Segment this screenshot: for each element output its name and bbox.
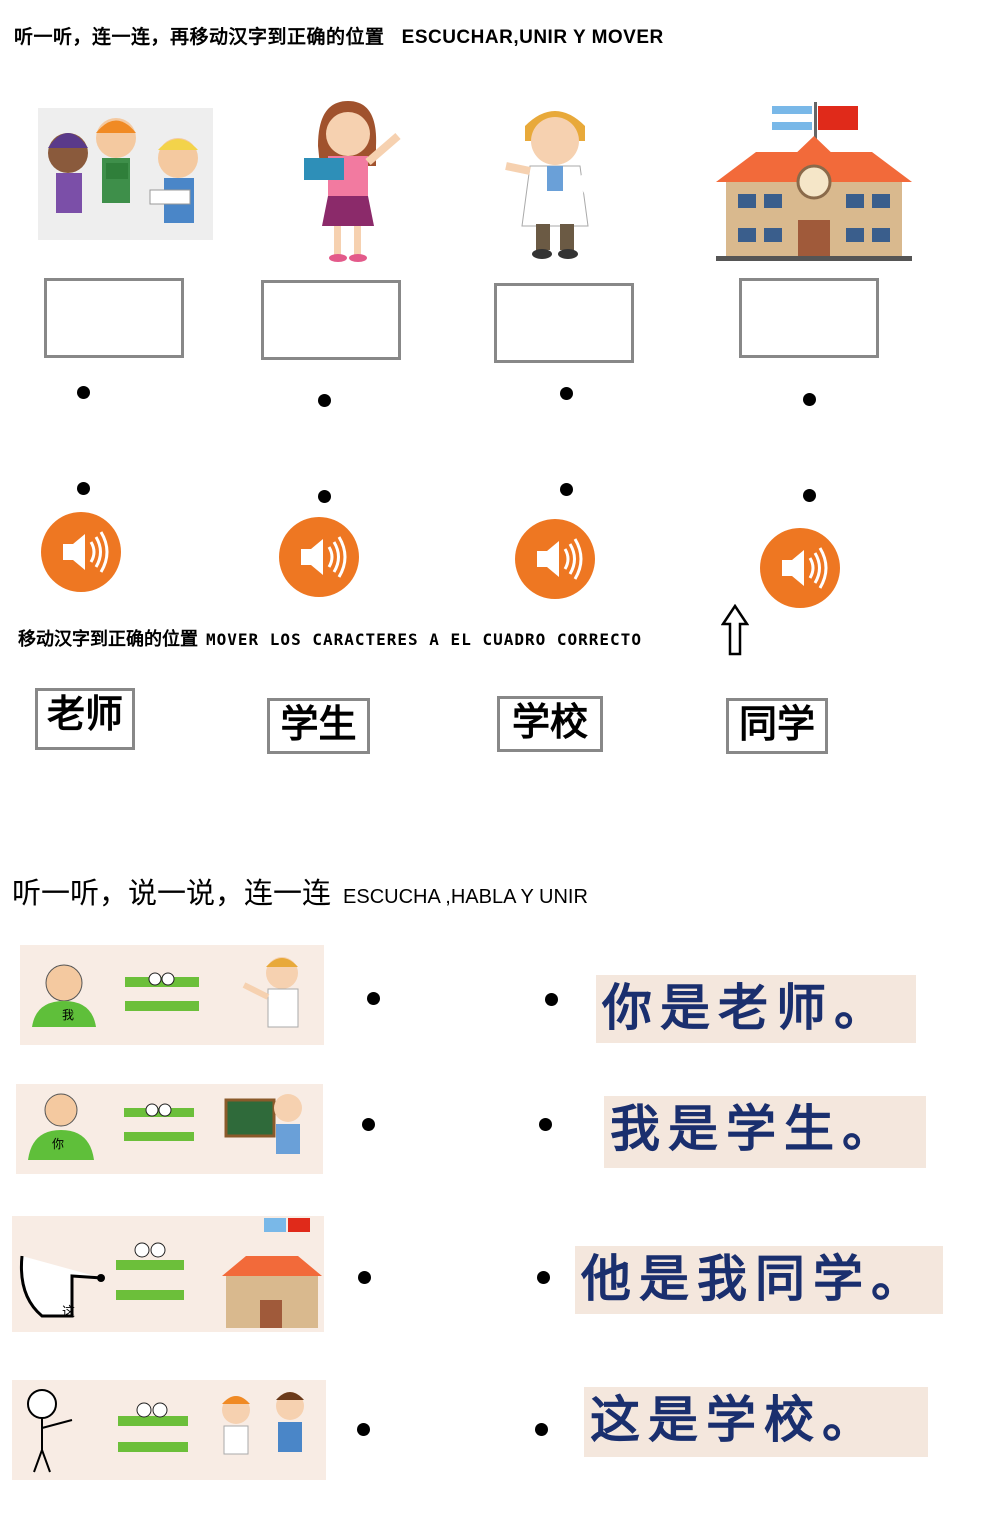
speaker-icon: [537, 538, 583, 580]
boy-student-image: [500, 96, 610, 262]
worksheet-title-es: ESCUCHAR,UNIR Y MOVER: [401, 27, 664, 48]
word-tile-4[interactable]: 同学: [726, 698, 828, 754]
word-tile-3[interactable]: 学校: [497, 696, 603, 752]
match-dot-bottom-1[interactable]: [77, 482, 90, 495]
sentence-2: 我是学生。: [604, 1096, 926, 1168]
sentence-dot-right-1[interactable]: [545, 993, 558, 1006]
drop-box-1[interactable]: [44, 278, 184, 358]
move-section-title: 移动汉字到正确的位置 MOVER LOS CARACTERES A EL CUAD…: [18, 625, 642, 651]
sentence-4: 这是学校。: [584, 1387, 928, 1457]
match-dot-bottom-2[interactable]: [318, 490, 331, 503]
speaker-icon: [63, 531, 109, 573]
drop-box-4[interactable]: [739, 278, 879, 358]
sentence-dot-right-4[interactable]: [535, 1423, 548, 1436]
speaker-button-1[interactable]: [41, 512, 121, 592]
speaker-button-3[interactable]: [515, 519, 595, 599]
picture-strip-4: [12, 1380, 326, 1480]
you-label: 你: [52, 1137, 64, 1151]
match-dot-top-4[interactable]: [803, 393, 816, 406]
worksheet-title-cn: 听一听，连一连，再移动汉字到正确的位置: [14, 26, 385, 48]
me-label: 我: [62, 1008, 74, 1022]
school-building-image: [716, 102, 912, 262]
move-title-cn: 移动汉字到正确的位置: [18, 629, 198, 650]
word-tile-2[interactable]: 学生: [267, 698, 370, 754]
speaker-button-2[interactable]: [279, 517, 359, 597]
picture-strip-1: 我: [20, 945, 324, 1045]
drop-box-2[interactable]: [261, 280, 401, 360]
sentence-dot-left-1[interactable]: [367, 992, 380, 1005]
up-arrow-icon: [721, 604, 749, 658]
picture-strip-3: 这: [12, 1216, 324, 1332]
sentence-dot-left-4[interactable]: [357, 1423, 370, 1436]
match-dot-bottom-4[interactable]: [803, 489, 816, 502]
speaker-icon: [782, 547, 828, 589]
match-dot-top-1[interactable]: [77, 386, 90, 399]
picture-strip-2: 你: [16, 1084, 323, 1174]
worksheet-title: 听一听，连一连，再移动汉字到正确的位置 ESCUCHAR,UNIR Y MOVE…: [14, 22, 664, 49]
drop-box-3[interactable]: [494, 283, 634, 363]
match-dot-top-3[interactable]: [560, 387, 573, 400]
word-tile-1[interactable]: 老师: [35, 688, 135, 750]
sentence-dot-left-2[interactable]: [362, 1118, 375, 1131]
sentence-3: 他是我同学。: [575, 1246, 943, 1314]
speak-title-es: ESCUCHA ,HABLA Y UNIR: [343, 886, 588, 908]
move-title-es: MOVER LOS CARACTERES A EL CUADRO CORRECT…: [206, 630, 642, 649]
sentence-1: 你是老师。: [596, 975, 916, 1043]
speak-title-cn: 听一听，说一说，连一连: [12, 876, 332, 910]
match-dot-top-2[interactable]: [318, 394, 331, 407]
teacher-image: [288, 96, 408, 264]
match-dot-bottom-3[interactable]: [560, 483, 573, 496]
sentence-dot-right-3[interactable]: [537, 1271, 550, 1284]
speaker-icon: [301, 536, 347, 578]
sentence-dot-left-3[interactable]: [358, 1271, 371, 1284]
sentence-dot-right-2[interactable]: [539, 1118, 552, 1131]
this-label: 这: [62, 1304, 75, 1320]
speak-section-title: 听一听，说一说，连一连 ESCUCHA ,HABLA Y UNIR: [12, 870, 588, 912]
students-group-image: [38, 108, 213, 240]
speaker-button-4[interactable]: [760, 528, 840, 608]
